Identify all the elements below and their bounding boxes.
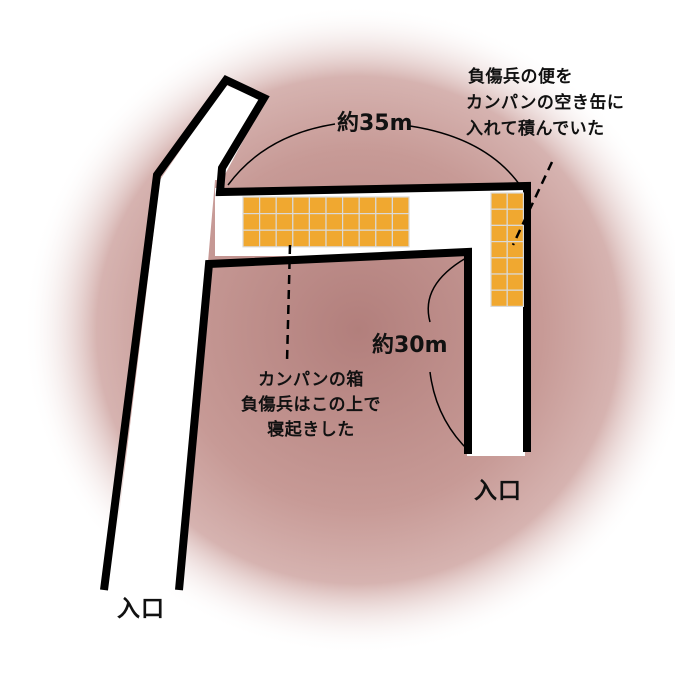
biscuit-box-cell [391,213,410,231]
waste-cans-note-line-1: 負傷兵の便を [468,67,573,87]
waste-can-cell [490,257,508,275]
dimension-arc-right-lower [429,371,471,453]
waste-can-cell [490,241,508,259]
waste-can-cell [490,273,508,291]
biscuit-box-cell [325,196,344,215]
biscuit-box-cell [242,196,261,215]
leader-biscuit-boxes [285,244,292,363]
biscuit-box-cell [391,196,410,215]
biscuit-box-cell [292,229,310,248]
biscuit-box-cell [325,229,344,248]
waste-can-stack-vertical [490,192,525,308]
leader-waste-cans [511,161,554,246]
waste-can-cell [490,224,508,243]
biscuit-boxes-note-line-1: カンパンの箱 [258,370,364,390]
biscuit-box-cell [308,213,327,231]
biscuit-box-cell [358,213,377,231]
tunnel-walls [100,74,531,591]
biscuit-box-cell [391,229,410,248]
biscuit-boxes-note: カンパンの箱 負傷兵はこの上で 寝起きした [226,368,396,443]
biscuit-box-cell [358,229,377,248]
biscuit-box-cell [259,213,277,231]
biscuit-box-cell [292,196,310,215]
biscuit-box-cell [375,196,393,215]
biscuit-box-cell [242,229,261,248]
biscuit-box-cell [242,213,261,231]
waste-can-cell [490,289,508,308]
biscuit-box-cell [308,229,327,248]
biscuit-box-cell [259,196,277,215]
length-top-label: 約35m [337,111,413,136]
entrance-right-label: 入口 [474,478,522,504]
biscuit-box-cell [342,229,360,248]
waste-can-cell [506,208,525,226]
waste-can-cell [506,289,525,308]
biscuit-box-cell [375,213,393,231]
inner-wall [175,247,472,591]
dimension-arc-top-right [409,125,523,189]
biscuit-boxes-note-line-3: 寝起きした [267,420,355,440]
waste-can-cell [506,192,525,210]
biscuit-box-cell [375,229,393,248]
waste-can-cell [506,224,525,243]
biscuit-box-cell [325,213,344,231]
waste-can-cell [506,241,525,259]
biscuit-box-cell [308,196,327,215]
dimension-arc-top [227,123,336,186]
waste-can-cell [506,257,525,275]
biscuit-box-cell [275,229,294,248]
dimension-arc-right [427,257,467,323]
waste-can-cell [490,192,508,210]
biscuit-box-cell [292,213,310,231]
waste-cans-note-line-2: カンパンの空き缶に [466,93,625,113]
length-right-label: 約30m [372,333,448,358]
waste-can-cell [490,208,508,226]
outer-wall [100,74,531,591]
biscuit-box-cell [342,196,360,215]
biscuit-box-cell [358,196,377,215]
waste-cans-note: 負傷兵の便を カンパンの空き缶に 入れて積んでいた [466,64,625,142]
biscuit-box-cell [259,229,277,248]
biscuit-box-cell [275,213,294,231]
waste-cans-note-line-3: 入れて積んでいた [466,119,605,139]
waste-can-cell [506,273,525,291]
biscuit-box-cell [275,196,294,215]
biscuit-boxes-note-line-2: 負傷兵はこの上で [241,395,381,415]
biscuit-box-stack-horizontal [242,196,410,248]
entrance-left-label: 入口 [117,596,165,622]
biscuit-box-cell [342,213,360,231]
